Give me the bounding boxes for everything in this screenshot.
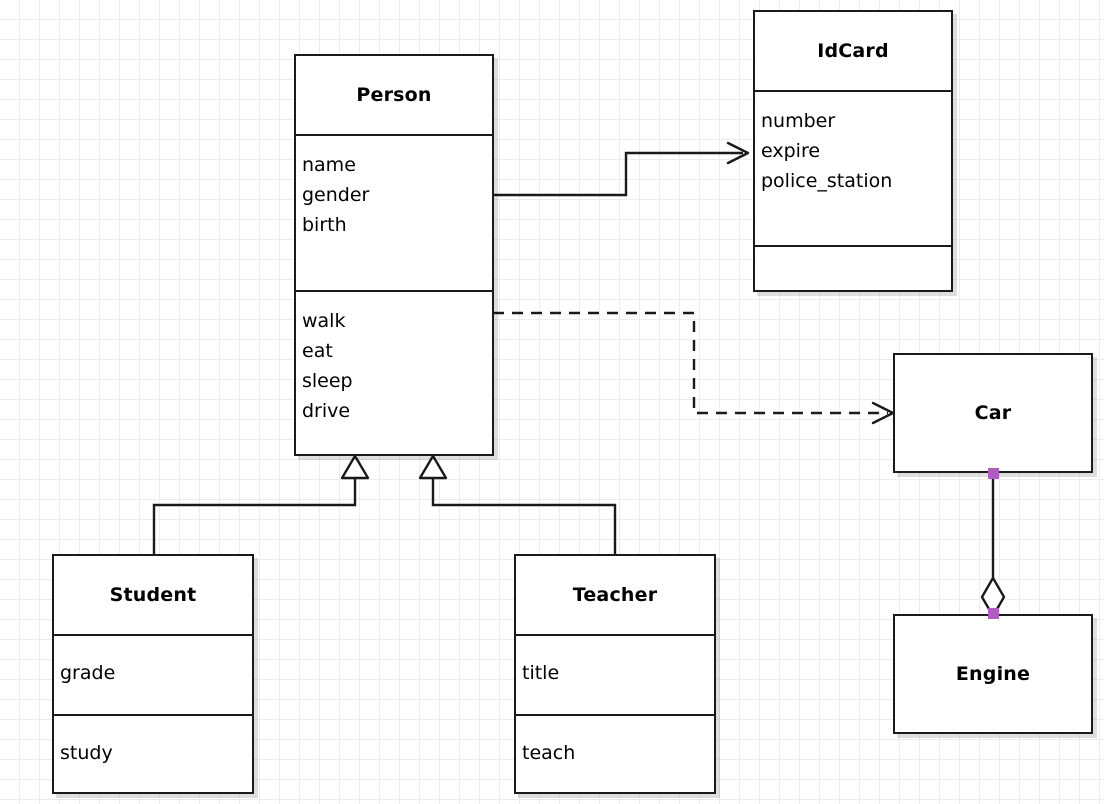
uml-class-idcard[interactable]: IdCard number expire police_station: [753, 10, 953, 292]
operation-item: walk: [302, 310, 346, 332]
attributes-person: name gender birth: [296, 134, 492, 290]
edge-teacher-person[interactable]: [418, 454, 617, 554]
class-name-engine: Engine: [955, 663, 1031, 685]
operation-item: teach: [522, 742, 576, 764]
uml-class-engine[interactable]: Engine: [893, 614, 1093, 734]
attribute-item: number: [761, 110, 836, 132]
attributes-teacher: title: [516, 634, 714, 714]
operation-item: drive: [302, 400, 351, 422]
class-name-person: Person: [356, 84, 432, 106]
edge-person-car[interactable]: [493, 311, 895, 425]
edge-handle-engine-end[interactable]: [988, 608, 999, 619]
attributes-student: grade: [54, 634, 252, 714]
attribute-item: police_station: [761, 170, 893, 192]
uml-class-car[interactable]: Car: [893, 353, 1093, 473]
operations-student: study: [54, 714, 252, 794]
attribute-item: gender: [302, 184, 370, 206]
edge-person-idcard[interactable]: [493, 141, 750, 197]
operation-item: sleep: [302, 370, 353, 392]
class-name-idcard: IdCard: [817, 40, 889, 62]
class-name-car: Car: [974, 402, 1012, 424]
uml-class-person[interactable]: Person name gender birth walk eat sleep …: [294, 54, 494, 456]
attributes-idcard: number expire police_station: [755, 90, 951, 245]
operations-person: walk eat sleep drive: [296, 290, 492, 454]
edge-handle-car-end[interactable]: [988, 468, 999, 479]
uml-class-teacher[interactable]: Teacher title teach: [514, 554, 716, 794]
operations-teacher: teach: [516, 714, 714, 794]
attribute-item: birth: [302, 214, 347, 236]
edge-student-person[interactable]: [152, 454, 370, 554]
attribute-item: title: [522, 662, 560, 684]
attribute-item: expire: [761, 140, 821, 162]
uml-class-student[interactable]: Student grade study: [52, 554, 254, 794]
attribute-item: name: [302, 154, 356, 176]
class-name-student: Student: [109, 584, 197, 606]
operation-item: eat: [302, 340, 333, 362]
attribute-item: grade: [60, 662, 116, 684]
operation-item: study: [60, 742, 113, 764]
class-name-teacher: Teacher: [572, 584, 658, 606]
operations-idcard: [755, 245, 951, 290]
edge-car-engine[interactable]: [980, 475, 1006, 618]
